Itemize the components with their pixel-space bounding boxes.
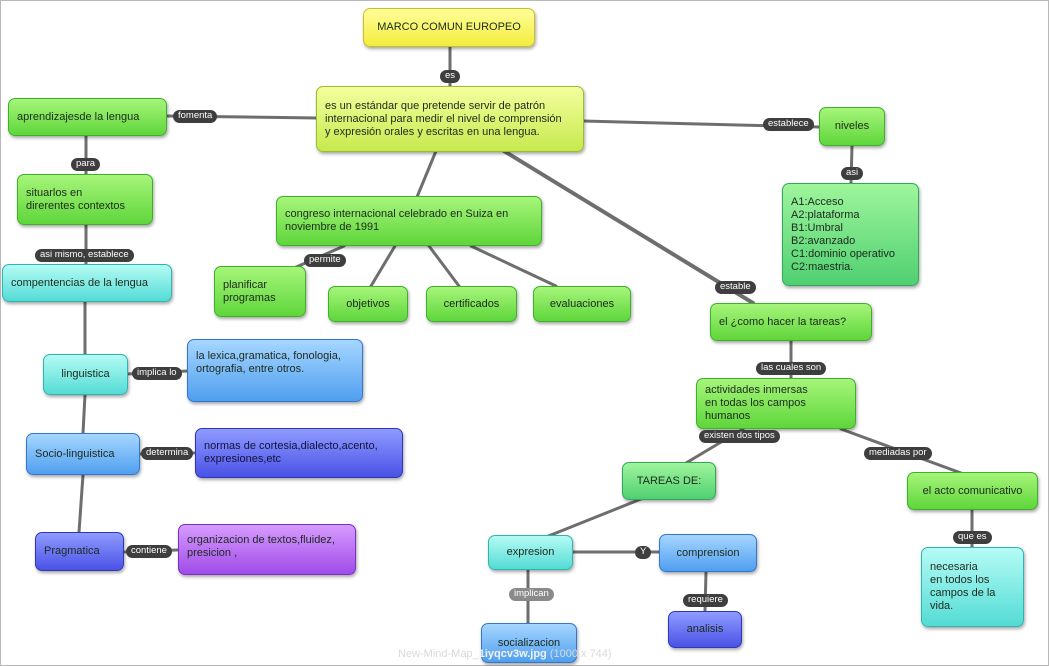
node-text: niveles [834, 120, 870, 132]
node-tareas[interactable]: TAREAS DE: [622, 462, 716, 500]
node-como-hacer[interactable]: el ¿como hacer la tareas? [710, 303, 872, 341]
link-label-contiene: contiene [126, 545, 172, 558]
line-congreso-certificados [427, 244, 461, 288]
node-lexica[interactable]: la lexica,gramatica, fonologia, ortograf… [187, 339, 363, 402]
line-congreso-evaluaciones [469, 244, 558, 288]
node-niveles-list[interactable]: A1:Acceso A2:plataforma B1:Umbral B2:ava… [782, 183, 919, 286]
line-tareas-expresion [544, 497, 643, 539]
node-text: normas de cortesia,dialecto,acento, expr… [204, 440, 378, 465]
node-text: compentencias de la lengua [11, 276, 148, 289]
link-label-establece: establece [763, 118, 814, 131]
node-text: expresion [506, 546, 555, 558]
node-text: Socio-linguistica [35, 447, 115, 460]
link-label-mediadas-por: mediadas por [864, 447, 932, 460]
node-comprension[interactable]: comprension [659, 534, 757, 572]
line-estandar-como [502, 149, 755, 305]
node-text: linguistica [61, 368, 110, 380]
node-text: evaluaciones [549, 297, 615, 310]
node-text: congreso internacional celebrado en Suiz… [285, 208, 509, 233]
node-text: aprendizajesde la lengua [17, 110, 140, 123]
node-text: es un estándar que pretende servir de pa… [325, 99, 562, 138]
node-text: planificar programas [223, 278, 276, 304]
node-text: TAREAS DE: [636, 474, 702, 487]
link-label-existen-dos-tipos: existen dos tipos [699, 430, 780, 443]
node-acto-comunicativo[interactable]: el acto comunicativo [907, 472, 1038, 510]
node-text: el ¿como hacer la tareas? [719, 315, 847, 328]
link-label-es: es [440, 70, 461, 83]
link-label-asi-mismo: asi mismo, establece [35, 249, 134, 262]
node-congreso[interactable]: congreso internacional celebrado en Suiz… [276, 196, 542, 246]
caption-size: (1000 x 744) [546, 648, 612, 660]
link-label-estable: estable [715, 281, 756, 294]
node-actividades[interactable]: actividades inmersas en todas los campos… [696, 378, 856, 429]
node-text: certificados [443, 297, 500, 310]
node-necesaria[interactable]: necesaria en todos los campos de la vida… [921, 547, 1024, 627]
node-pragmatica[interactable]: Pragmatica [35, 532, 124, 571]
link-label-las-cuales-son: las cuales son [756, 362, 827, 375]
node-text: analisis [686, 623, 724, 635]
node-text: Pragmatica [44, 545, 100, 557]
link-label-para: para [71, 158, 101, 171]
node-text: el acto comunicativo [922, 484, 1023, 497]
caption-prefix: New-Mind-Map_ [398, 648, 479, 660]
node-competencias[interactable]: compentencias de la lengua [2, 264, 172, 302]
node-estandar[interactable]: es un estándar que pretende servir de pa… [316, 86, 584, 152]
node-niveles[interactable]: niveles [819, 107, 885, 146]
node-evaluaciones[interactable]: evaluaciones [533, 286, 631, 322]
node-objetivos[interactable]: objetivos [328, 286, 408, 322]
node-text: A1:Acceso A2:plataforma B1:Umbral B2:ava… [791, 195, 895, 273]
node-socio-linguistica[interactable]: Socio-linguistica [26, 433, 140, 475]
node-expresion[interactable]: expresion [488, 535, 573, 570]
node-aprendizajes[interactable]: aprendizajesde la lengua [8, 98, 167, 136]
link-label-fomenta: fomenta [173, 110, 218, 123]
node-text: socializacion [497, 636, 561, 649]
node-certificados[interactable]: certificados [426, 286, 517, 322]
node-situarlos[interactable]: situarlos en direrentes contextos [17, 174, 153, 225]
node-text: actividades inmersas en todas los campos… [705, 384, 808, 422]
caption-filename: 1iyqcv3w.jpg [478, 648, 547, 660]
line-socio-pragmatica [77, 473, 85, 534]
node-text: necesaria en todos los campos de la vida… [930, 561, 996, 612]
line-congreso-objetivos [369, 244, 397, 288]
node-socializacion[interactable]: socializacion [481, 623, 577, 663]
link-label-asi: asi [841, 167, 864, 180]
node-text: comprension [676, 546, 740, 559]
link-label-permite: permite [304, 254, 346, 267]
link-label-determina: determina [141, 447, 194, 460]
node-text: la lexica,gramatica, fonologia, ortograf… [196, 350, 341, 375]
node-normas[interactable]: normas de cortesia,dialecto,acento, expr… [195, 428, 403, 478]
link-label-requiere: requiere [683, 594, 728, 607]
node-analisis[interactable]: analisis [668, 611, 742, 648]
node-text: objetivos [346, 297, 390, 310]
node-marco-comun-europeo[interactable]: MARCO COMUN EUROPEO [363, 8, 535, 47]
node-linguistica[interactable]: linguistica [43, 354, 128, 395]
line-linguistica-socio [81, 393, 87, 435]
node-planificar[interactable]: planificar programas [214, 266, 306, 317]
node-organizacion[interactable]: organizacion de textos,fluidez, presicio… [178, 524, 356, 575]
link-label-y: Y [635, 546, 652, 559]
line-estandar-congreso [415, 149, 438, 199]
node-text: situarlos en direrentes contextos [26, 186, 126, 212]
link-label-implica-lo: implica lo [132, 367, 182, 380]
node-text: MARCO COMUN EUROPEO [377, 21, 521, 33]
node-text: organizacion de textos,fluidez, presicio… [187, 534, 335, 559]
link-label-que-es: que es [953, 531, 992, 544]
link-label-implican: implican [509, 588, 554, 601]
image-caption: New-Mind-Map_1iyqcv3w.jpg (1000 x 744) [398, 648, 612, 660]
